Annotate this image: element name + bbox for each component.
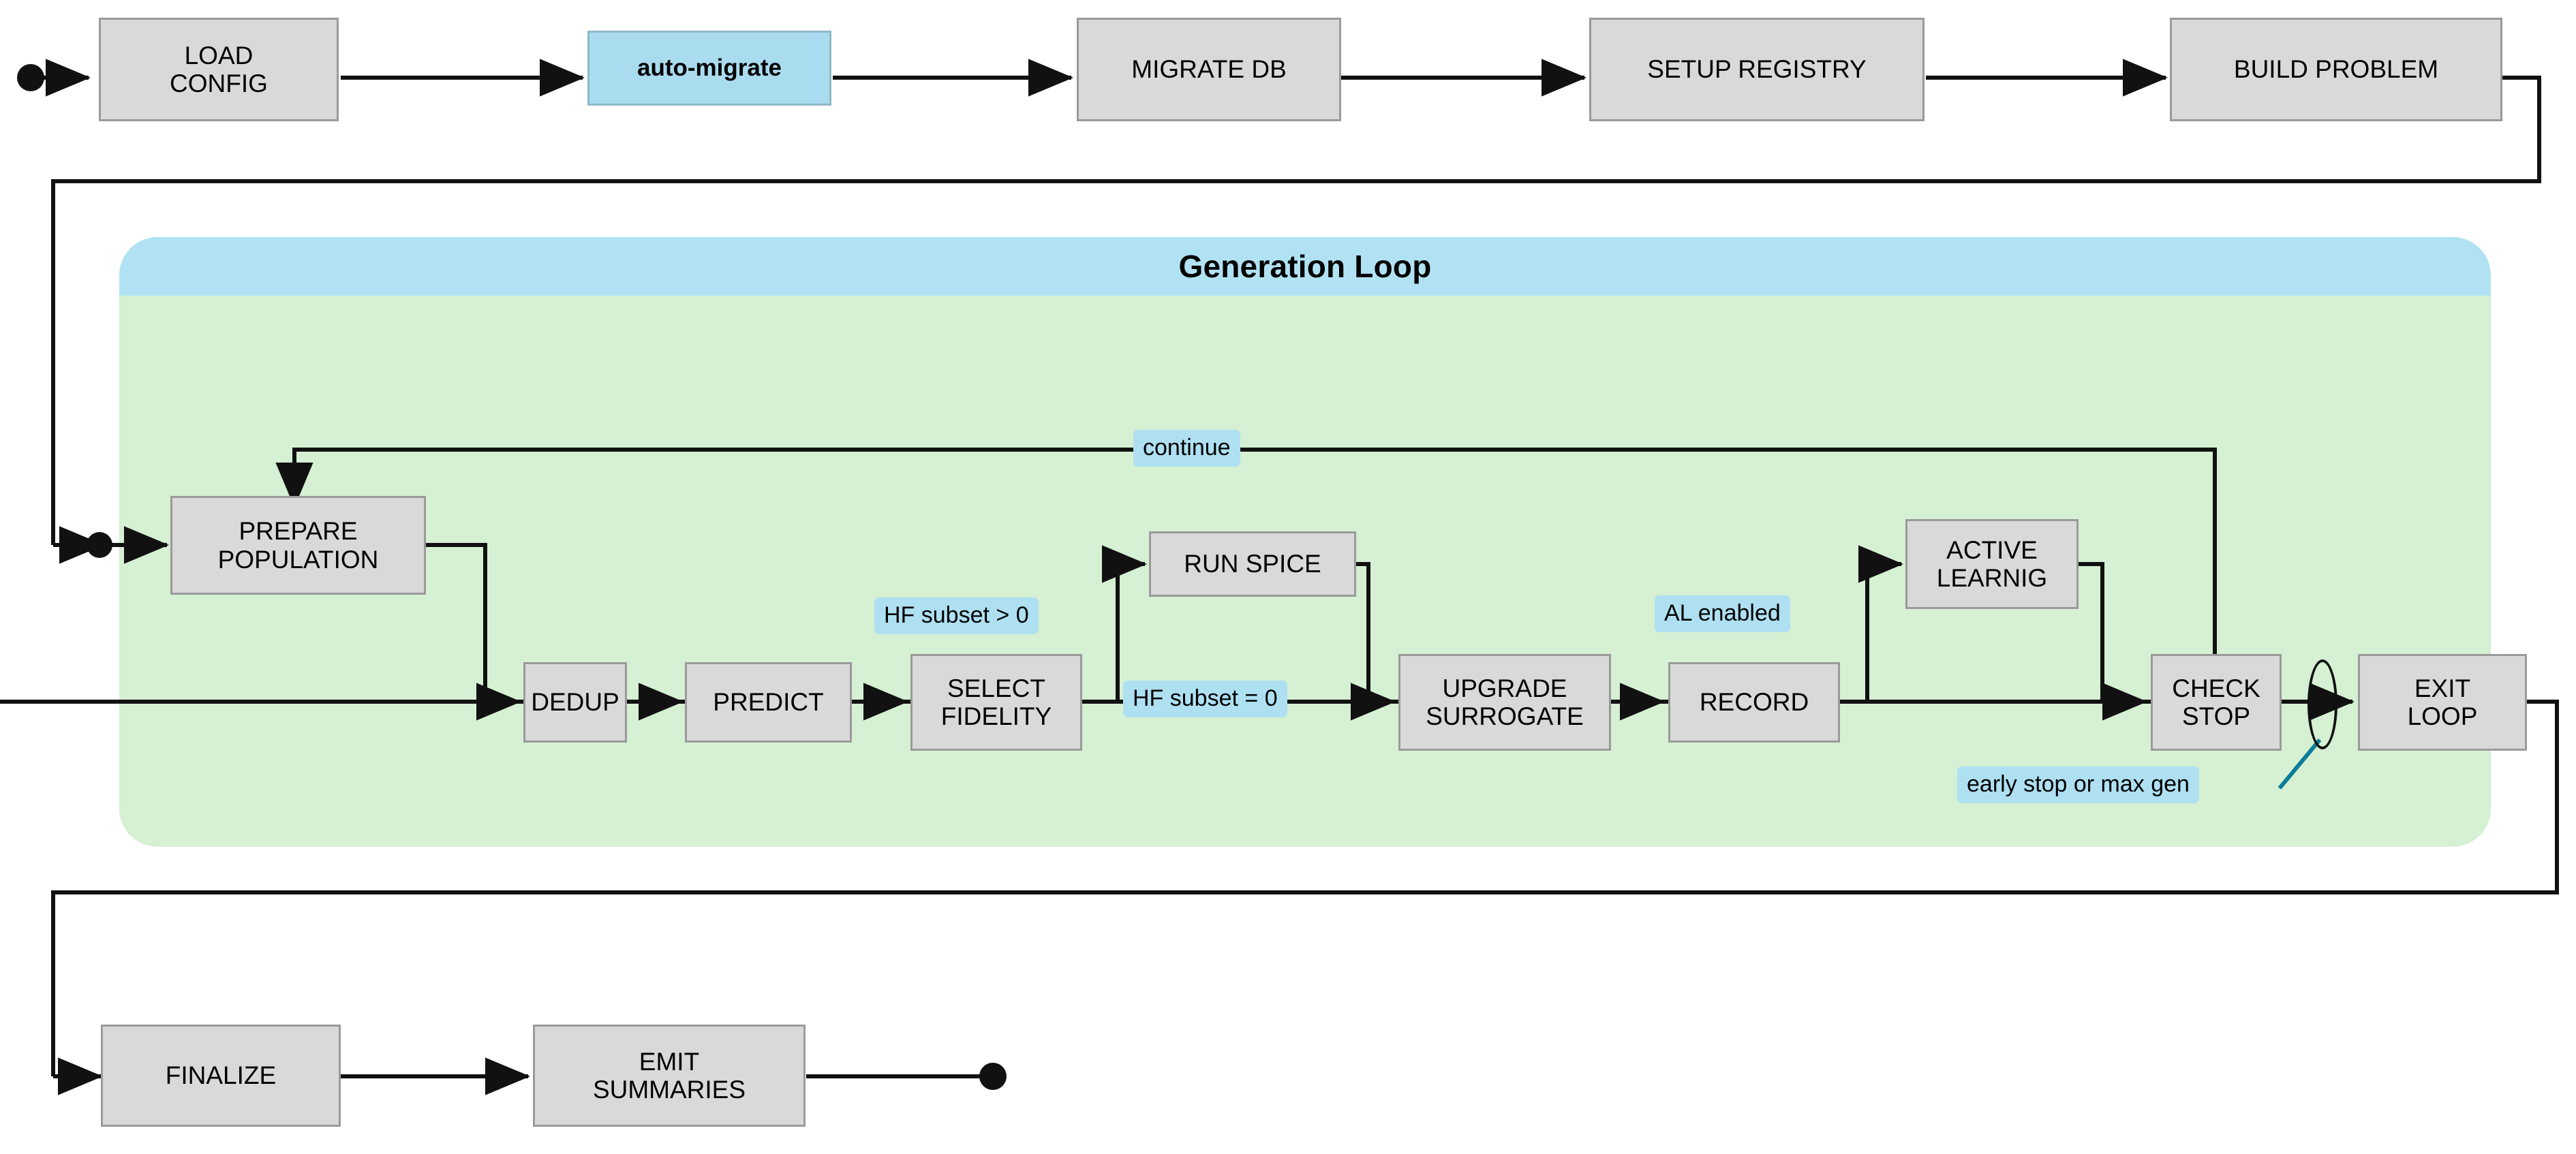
generation-loop-title: Generation Loop: [119, 237, 2491, 296]
node-auto-migrate[interactable]: auto-migrate: [587, 31, 831, 106]
node-finalize[interactable]: FINALIZE: [101, 1025, 341, 1127]
edge-label-hf-subset-gt-0: HF subset > 0: [874, 597, 1039, 634]
node-upgrade-surrogate[interactable]: UPGRADE SURROGATE: [1398, 654, 1611, 751]
node-record[interactable]: RECORD: [1668, 662, 1840, 743]
node-build-problem[interactable]: BUILD PROBLEM: [2170, 18, 2502, 121]
edge-label-hf-subset-eq-0: HF subset = 0: [1123, 681, 1287, 717]
node-emit-summaries[interactable]: EMIT SUMMARIES: [533, 1025, 806, 1127]
edge-label-early-stop-or-max-gen: early stop or max gen: [1957, 766, 2199, 803]
early-stop-annotation-marker: [2307, 659, 2337, 749]
edge-label-al-enabled: AL enabled: [1655, 595, 1790, 632]
node-check-stop[interactable]: CHECK STOP: [2151, 654, 2282, 751]
edge-label-continue: continue: [1133, 430, 1240, 467]
node-run-spice[interactable]: RUN SPICE: [1149, 531, 1356, 597]
node-exit-loop[interactable]: EXIT LOOP: [2358, 654, 2527, 751]
node-active-learning[interactable]: ACTIVE LEARNIG: [1905, 519, 2079, 609]
node-select-fidelity[interactable]: SELECT FIDELITY: [910, 654, 1082, 751]
node-migrate-db[interactable]: MIGRATE DB: [1077, 18, 1341, 121]
node-predict[interactable]: PREDICT: [685, 662, 852, 743]
node-setup-registry[interactable]: SETUP REGISTRY: [1589, 18, 1925, 121]
node-dedup[interactable]: DEDUP: [523, 662, 627, 743]
node-load-config[interactable]: LOAD CONFIG: [99, 18, 339, 121]
node-prepare-population[interactable]: PREPARE POPULATION: [170, 496, 426, 595]
